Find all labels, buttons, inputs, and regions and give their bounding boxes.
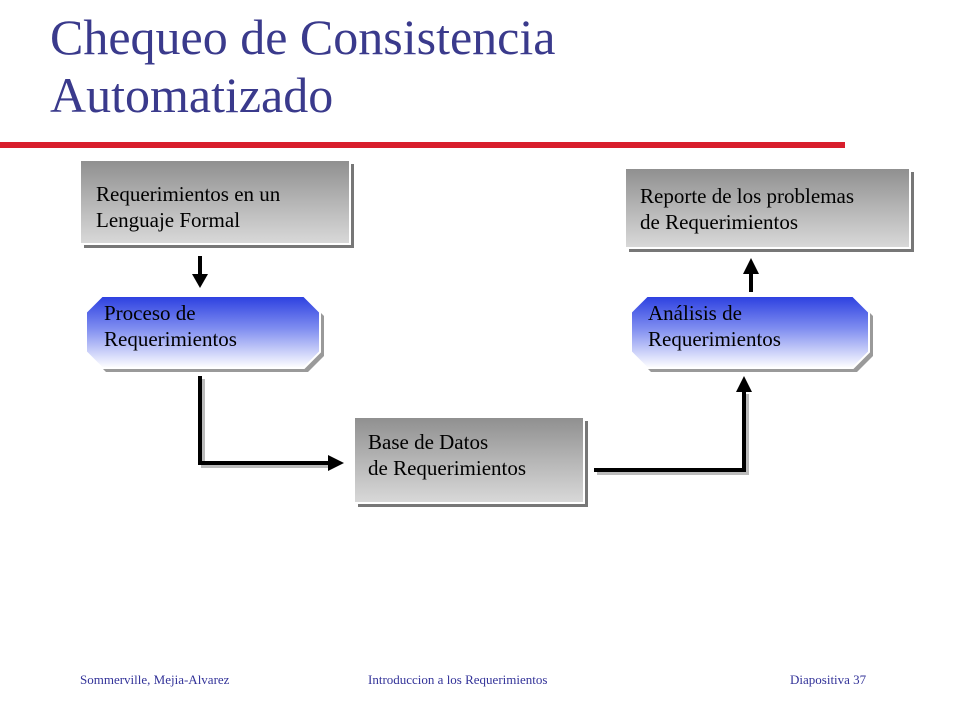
footer-course: Introduccion a los Requerimientos <box>368 672 548 687</box>
database-label: Base de Datos de Requerimientos <box>368 429 526 481</box>
arrow-analysis-to-report <box>743 258 759 292</box>
requirements-formal-line-1: Requerimientos en un <box>96 182 281 206</box>
process-octagon <box>85 295 324 372</box>
analysis-line-1: Análisis de <box>648 301 742 325</box>
arrow-process-to-database <box>198 376 344 471</box>
database-line-2: de Requerimientos <box>368 456 527 480</box>
process-line-2: Requerimientos <box>104 327 237 351</box>
requirements-formal-label: Requerimientos en un Lenguaje Formal <box>96 181 280 233</box>
arrow-formal-to-process <box>192 256 208 288</box>
requirements-formal-line-2: Lenguaje Formal <box>96 208 241 232</box>
process-label: Proceso de Requerimientos <box>104 300 237 352</box>
title-underline <box>0 142 845 148</box>
footer-slide-number: Diapositiva 37 <box>790 672 867 687</box>
process-line-1: Proceso de <box>104 301 196 325</box>
report-line-2: de Requerimientos <box>640 210 799 234</box>
database-line-1: Base de Datos <box>368 430 489 454</box>
analysis-line-2: Requerimientos <box>648 327 781 351</box>
slide-title: Chequeo de Consistencia Automatizado <box>50 8 930 124</box>
report-line-1: Reporte de los problemas <box>640 184 855 208</box>
arrow-database-to-analysis <box>594 376 752 475</box>
title-line-2: Automatizado <box>50 67 334 123</box>
database-box <box>353 416 588 507</box>
report-label: Reporte de los problemas de Requerimient… <box>640 183 854 235</box>
report-box <box>624 167 914 252</box>
title-line-1: Chequeo de Consistencia <box>50 9 556 65</box>
analysis-octagon <box>630 295 873 372</box>
footer-authors: Sommerville, Mejia-Alvarez <box>80 672 230 687</box>
requirements-formal-box <box>79 159 354 248</box>
analysis-label: Análisis de Requerimientos <box>648 300 781 352</box>
